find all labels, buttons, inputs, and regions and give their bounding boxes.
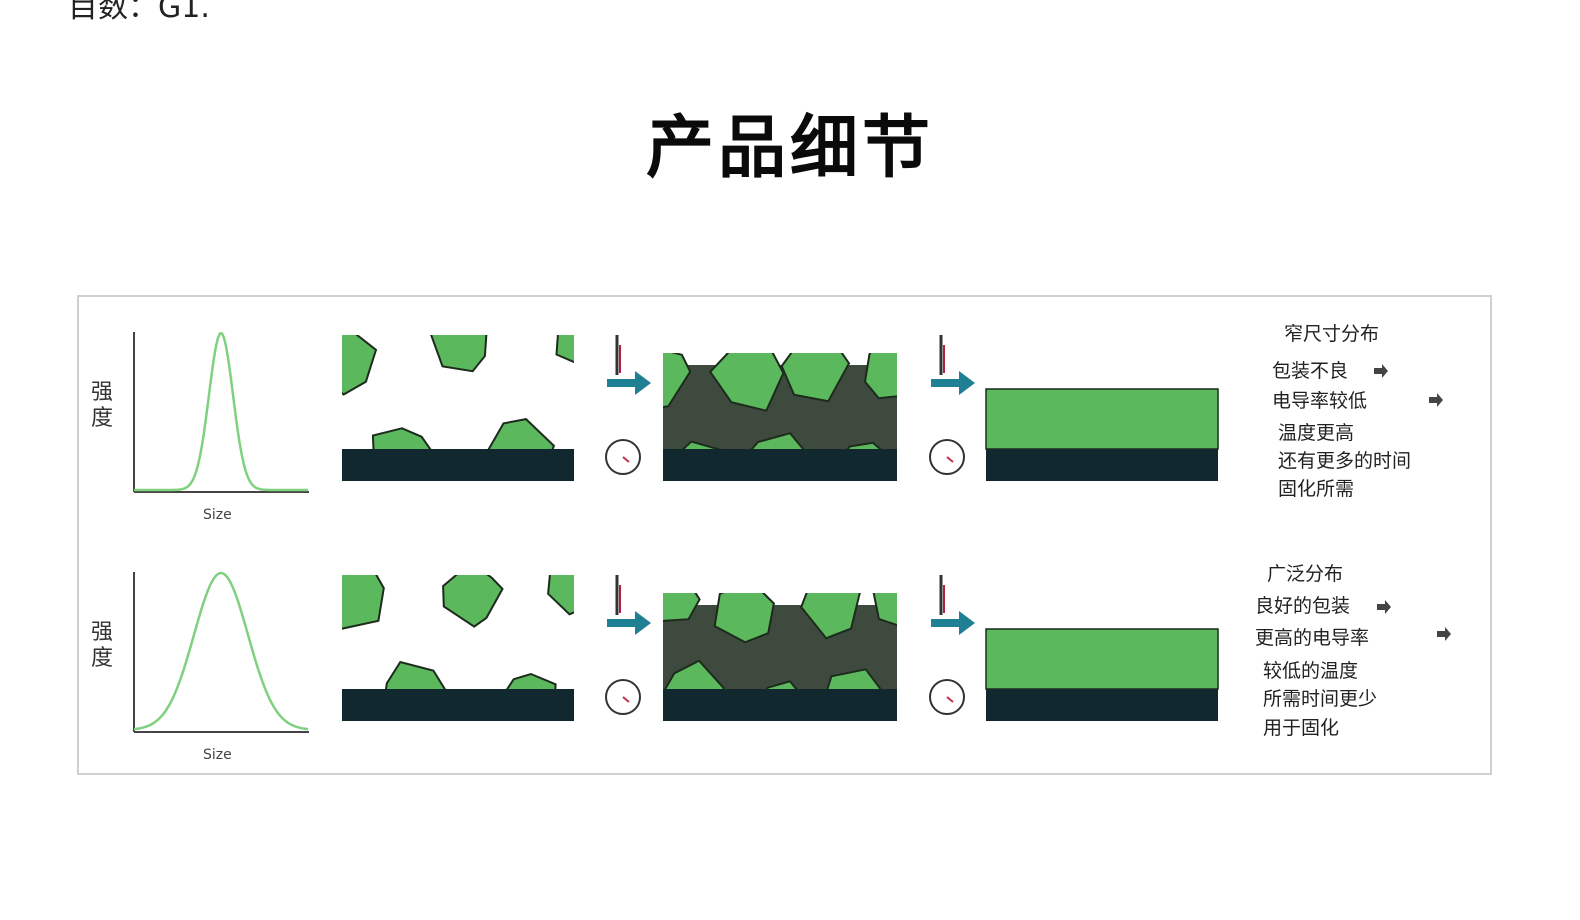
particle (663, 353, 692, 409)
clock-icon (605, 439, 641, 475)
note-line: 固化所需 (1278, 478, 1354, 500)
substrate-layer (342, 689, 574, 721)
note-line: 还有更多的时间 (1278, 450, 1411, 472)
particle (681, 440, 722, 449)
particle (846, 441, 882, 449)
particle (385, 660, 446, 689)
particle (826, 668, 882, 689)
sintered-film (985, 628, 1219, 690)
note-line: 温度更高 (1278, 422, 1354, 444)
arrow-right-icon (607, 611, 651, 635)
thermometer-icon (939, 575, 945, 615)
particle (863, 353, 897, 400)
ylabel-char: 度 (91, 406, 113, 431)
clock-icon (605, 679, 641, 715)
small-arrow-icon (1377, 600, 1391, 614)
substrate-layer (663, 449, 897, 481)
particle (664, 659, 725, 689)
particle (371, 427, 432, 449)
ylabel-char: 强 (91, 380, 113, 405)
particle (800, 593, 861, 640)
particle-layer (342, 335, 574, 449)
substrate-layer (663, 689, 897, 721)
note-line: 更高的电导率 (1255, 627, 1369, 649)
substrate-layer (986, 449, 1218, 481)
note-line: 较低的温度 (1263, 660, 1358, 682)
particle (430, 335, 488, 373)
clock-icon (929, 439, 965, 475)
particle-layer (663, 593, 897, 689)
particle (342, 575, 385, 630)
note-line: 用于固化 (1263, 717, 1339, 739)
arrow-right-icon (931, 611, 975, 635)
small-arrow-icon (1374, 364, 1388, 378)
particle (547, 575, 574, 616)
particle-layer (342, 575, 574, 689)
distribution-axes (133, 572, 309, 733)
small-arrow-icon (1429, 393, 1443, 407)
particle (780, 353, 851, 403)
clock-icon (929, 679, 965, 715)
small-arrow-icon (1437, 627, 1451, 641)
distribution-curve (134, 332, 308, 492)
top-cut-text: 目数：G1. (68, 0, 210, 25)
substrate-layer (986, 689, 1218, 721)
distribution-axes (133, 332, 309, 493)
notes-title: 窄尺寸分布 (1284, 323, 1379, 345)
note-line: 包装不良 (1272, 360, 1348, 382)
note-line: 电导率较低 (1272, 390, 1367, 412)
ylabel-char: 度 (91, 646, 113, 671)
particle (765, 680, 798, 689)
thermometer-icon (615, 575, 621, 615)
particle (342, 335, 378, 396)
thermometer-icon (615, 335, 621, 375)
particle (487, 418, 556, 449)
sintered-film (985, 388, 1219, 450)
substrate-layer (342, 449, 574, 481)
ylabel-char: 强 (91, 620, 113, 645)
arrow-right-icon (607, 371, 651, 395)
distribution-curve (133, 571, 309, 731)
particle (663, 593, 701, 622)
note-line: 良好的包装 (1255, 595, 1350, 617)
arrow-right-icon (931, 371, 975, 395)
thermometer-icon (939, 335, 945, 375)
particle (713, 593, 775, 644)
page-title: 产品细节 (645, 109, 934, 188)
particle-layer (663, 353, 897, 449)
xlabel-size: Size (203, 507, 232, 523)
note-line: 所需时间更少 (1263, 688, 1377, 710)
particle (442, 575, 504, 628)
particle (506, 672, 557, 689)
particle (555, 335, 574, 364)
particle (708, 353, 785, 412)
particle (872, 593, 897, 627)
notes-title: 广泛分布 (1267, 563, 1343, 585)
particle (750, 432, 805, 449)
xlabel-size: Size (203, 747, 232, 763)
